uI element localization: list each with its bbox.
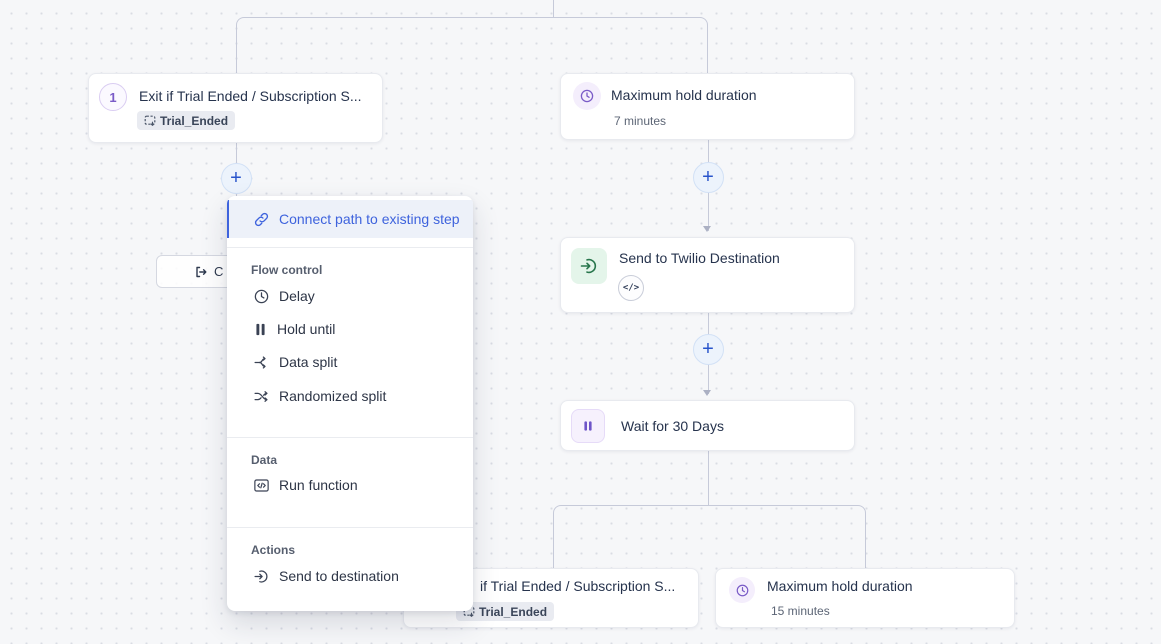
menu-item-run-function[interactable]: Run function [227, 470, 473, 500]
node-title: Maximum hold duration [767, 578, 913, 594]
add-step-button-right-2[interactable]: + [692, 333, 724, 365]
node-title: Exit if Trial Ended / Subscription S... [139, 88, 362, 104]
menu-section-actions: Actions [251, 543, 296, 557]
node-title: Send to Twilio Destination [619, 250, 780, 266]
send-to-destination-icon [253, 568, 270, 585]
node-title: Maximum hold duration [611, 87, 757, 103]
add-step-menu: Connect path to existing step Flow contr… [227, 196, 473, 611]
send-to-destination-icon [571, 248, 607, 284]
menu-item-send-to-destination[interactable]: Send to destination [227, 561, 473, 591]
audience-tag: Trial_Ended [137, 111, 236, 130]
arrowhead-wait [703, 390, 711, 396]
tag-label: Trial_Ended [160, 113, 229, 128]
add-step-button-right-1[interactable]: + [692, 161, 724, 193]
menu-item-label: Run function [279, 477, 358, 493]
menu-divider [227, 437, 473, 438]
menu-divider [227, 527, 473, 528]
arrowhead-send [703, 226, 711, 232]
pause-icon [571, 409, 605, 443]
step-number-badge: 1 [99, 83, 127, 111]
connector-wait-to-fork [707, 451, 709, 505]
connector-fork-bottom-right [708, 505, 866, 568]
menu-item-delay[interactable]: Delay [227, 281, 473, 311]
clock-icon [729, 577, 755, 603]
node-send-to-twilio-destination[interactable]: Send to Twilio Destination </> [560, 237, 855, 313]
menu-section-data: Data [251, 453, 278, 467]
menu-divider [227, 247, 473, 248]
menu-item-label: Randomized split [279, 388, 387, 404]
connector-fork-top-right [553, 17, 708, 73]
partial-label: C [214, 264, 224, 279]
node-subtitle: 15 minutes [771, 604, 830, 618]
node-subtitle: 7 minutes [614, 114, 667, 128]
add-step-button-left[interactable]: + [220, 162, 252, 194]
menu-item-label: Data split [279, 354, 338, 370]
menu-item-label: Send to destination [279, 568, 399, 584]
node-exit-trial-ended-top[interactable]: 1 Exit if Trial Ended / Subscription S..… [88, 73, 383, 143]
node-max-hold-duration-bottom[interactable]: Maximum hold duration 15 minutes [715, 568, 1015, 628]
audience-tag: Trial_Ended [456, 602, 555, 621]
exit-icon [193, 264, 209, 280]
connector-stem-top [552, 0, 554, 17]
clock-icon [573, 82, 601, 110]
menu-section-flow-control: Flow control [251, 263, 323, 277]
connector-fork-bottom-left [553, 505, 708, 568]
menu-item-label: Delay [279, 288, 315, 304]
tag-label: Trial_Ended [479, 604, 548, 619]
audience-icon [144, 115, 156, 127]
code-icon: </> [618, 275, 644, 301]
shuffle-icon [253, 388, 270, 405]
menu-item-connect-path[interactable]: Connect path to existing step [227, 200, 473, 238]
code-icon [253, 477, 270, 494]
connector-fork-top-left [236, 17, 553, 73]
menu-item-data-split[interactable]: Data split [227, 347, 473, 377]
menu-item-hold-until[interactable]: Hold until [227, 314, 473, 344]
clock-icon [253, 288, 270, 305]
node-max-hold-duration-top[interactable]: Maximum hold duration 7 minutes [560, 73, 855, 140]
node-wait-30-days[interactable]: Wait for 30 Days [560, 400, 855, 451]
node-title: if Trial Ended / Subscription S... [480, 578, 676, 594]
pause-icon [253, 322, 268, 337]
menu-item-label: Connect path to existing step [279, 211, 460, 227]
node-title: Wait for 30 Days [621, 418, 724, 434]
menu-item-randomized-split[interactable]: Randomized split [227, 381, 473, 411]
menu-item-label: Hold until [277, 321, 336, 337]
data-split-icon [253, 354, 270, 371]
link-icon [253, 211, 270, 228]
